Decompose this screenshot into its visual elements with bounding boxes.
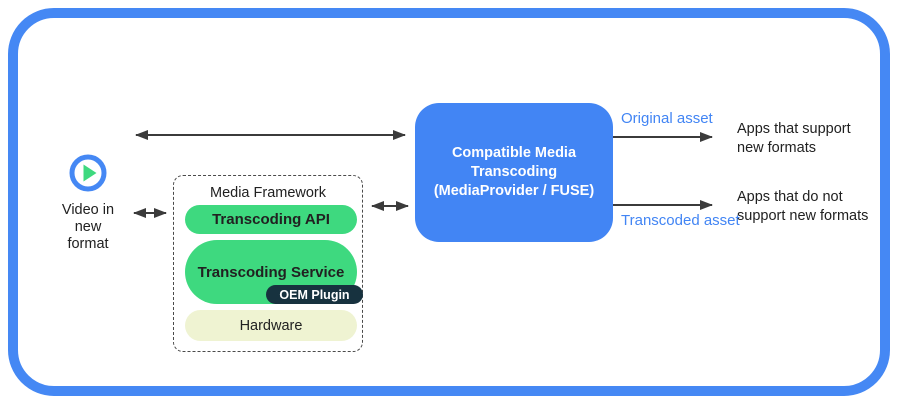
- original-asset-label: Original asset: [621, 110, 713, 127]
- transcoding-api-label: Transcoding API: [212, 211, 330, 228]
- hardware-layer: Hardware: [185, 310, 357, 341]
- compatible-media-transcoding-box: Compatible Media Transcoding (MediaProvi…: [415, 103, 613, 242]
- oem-plugin-badge: OEM Plugin: [266, 285, 363, 304]
- media-framework-title: Media Framework: [209, 185, 327, 201]
- transcoding-api-layer: Transcoding API: [185, 205, 357, 234]
- play-icon: [68, 153, 108, 193]
- transcoded-asset-label: Transcoded asset: [621, 212, 740, 229]
- video-source-label: Video in new format: [61, 202, 115, 252]
- apps-not-support-new-formats-label: Apps that do not support new formats: [737, 189, 869, 224]
- oem-plugin-label: OEM Plugin: [279, 287, 350, 302]
- transcoding-service-label: Transcoding Service: [197, 263, 345, 281]
- play-icon-glyph: [69, 154, 107, 192]
- hardware-label: Hardware: [239, 317, 303, 334]
- apps-support-new-formats-label: Apps that support new formats: [737, 121, 851, 156]
- media-framework-box: Media Framework Transcoding API Transcod…: [173, 175, 363, 352]
- transcoding-service-layer: Transcoding Service OEM Plugin: [185, 240, 363, 304]
